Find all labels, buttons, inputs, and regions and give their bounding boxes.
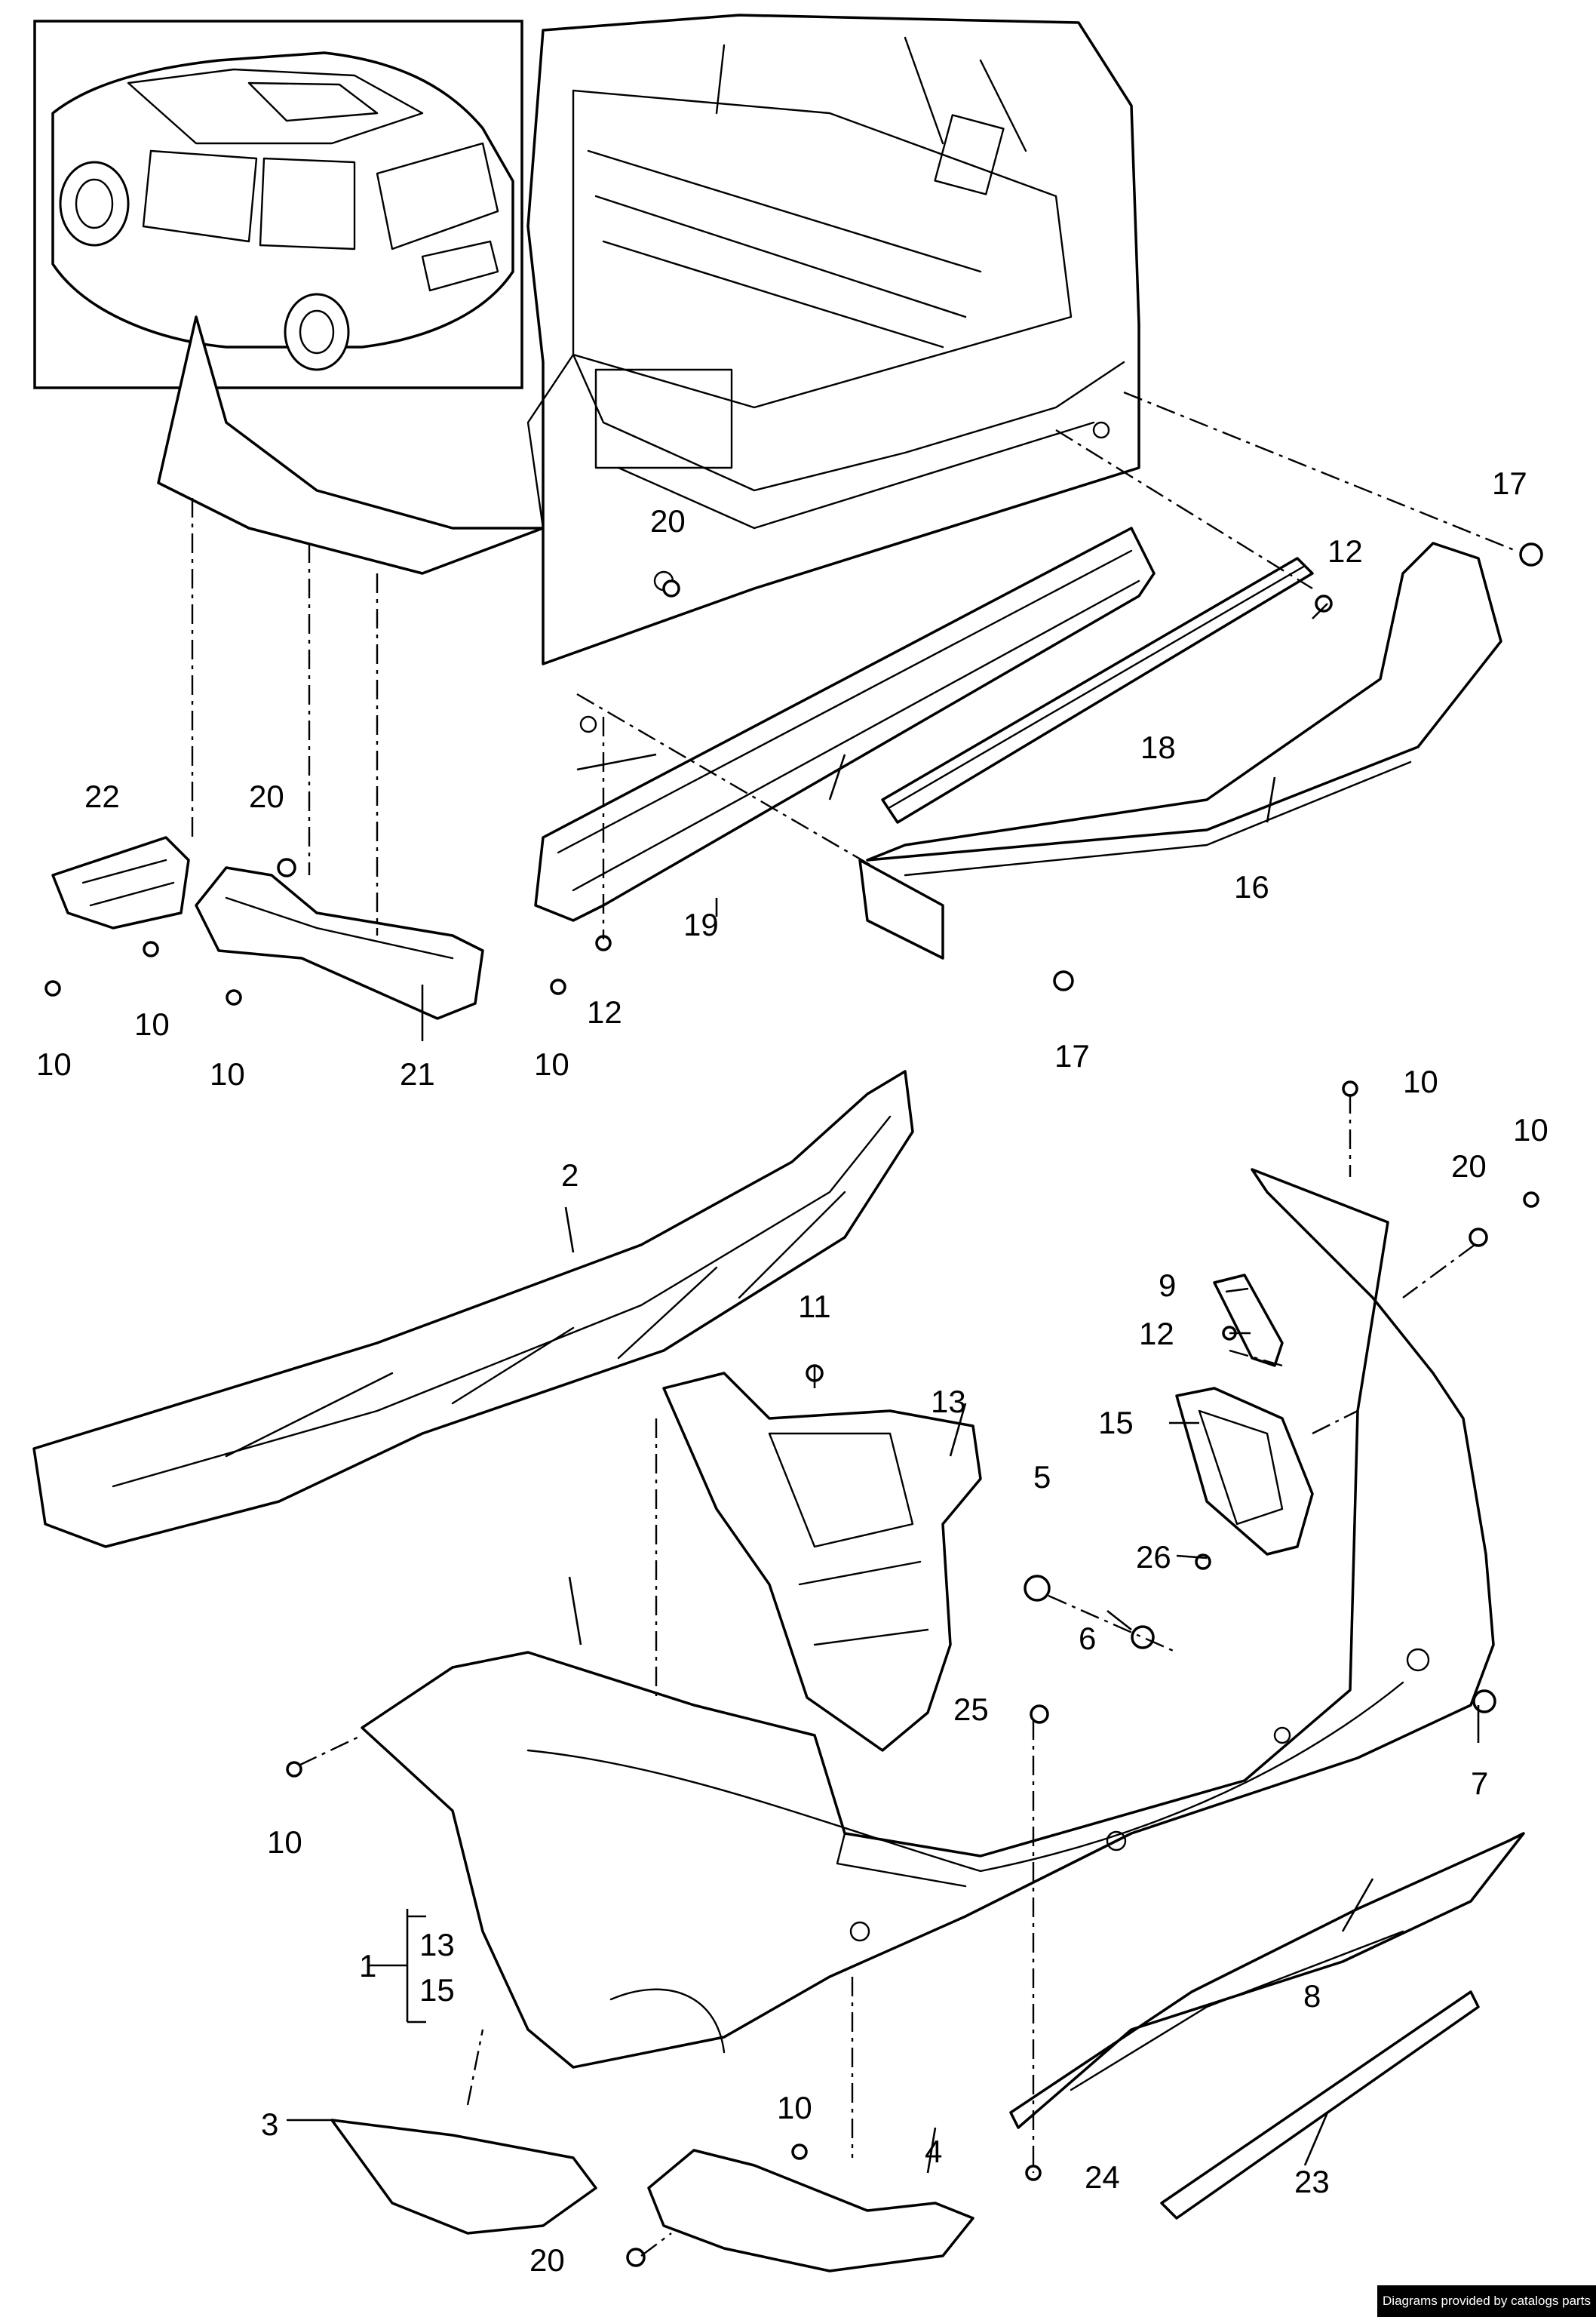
part-4-corner-trim [647, 2149, 974, 2272]
callout-17-mid: 17 [1054, 1038, 1090, 1074]
callout-21: 21 [400, 1056, 435, 1092]
callout-20-right: 20 [1451, 1148, 1487, 1184]
assembly-lines [191, 391, 1517, 2257]
part-9-bracket [1213, 1274, 1284, 1367]
part-1-bumper-cover [361, 1168, 1495, 2069]
callout-9: 9 [1159, 1268, 1176, 1303]
callout-10-f: 10 [1513, 1112, 1548, 1148]
part-16-bumper-carrier [858, 542, 1502, 960]
callout-10-d: 10 [534, 1046, 569, 1082]
callout-20-bottom: 20 [529, 2242, 565, 2278]
part-23-trim-strip [1160, 1990, 1480, 2220]
callout-10-g: 10 [267, 1824, 302, 1860]
part-18-mounting-rail [881, 557, 1314, 824]
callout-11: 11 [798, 1289, 831, 1324]
callout-1: 1 [359, 1948, 376, 1984]
part-8-diffuser [1009, 1832, 1525, 2129]
part-3-reflector [330, 2119, 597, 2235]
callout-18: 18 [1140, 730, 1176, 765]
callout-10-e: 10 [1403, 1064, 1438, 1099]
callout-25: 25 [953, 1692, 989, 1727]
callout-5: 5 [1033, 1459, 1051, 1495]
fasteners [45, 542, 1543, 2267]
callout-8: 8 [1303, 1978, 1321, 2014]
callout-12-lower: 12 [1139, 1316, 1174, 1351]
part-21-side-guide [195, 866, 484, 1020]
callout-19: 19 [683, 907, 719, 942]
callout-4: 4 [925, 2134, 942, 2169]
callout-13: 13 [931, 1384, 966, 1419]
callout-24: 24 [1085, 2159, 1120, 2195]
callout-12-mid: 12 [587, 994, 622, 1030]
callout-17-top: 17 [1492, 466, 1527, 501]
part-15-frame [1175, 1387, 1314, 1556]
callout-12-top: 12 [1327, 533, 1363, 569]
part-2-support-grille [32, 1070, 914, 1548]
part-13-bracket [662, 1372, 982, 1752]
callout-26: 26 [1136, 1539, 1171, 1575]
callout-2: 2 [561, 1157, 579, 1193]
callout-10-h: 10 [777, 2090, 812, 2125]
part-19-crossmember [534, 527, 1156, 922]
callout-23: 23 [1294, 2164, 1330, 2199]
footer-credit: Diagrams provided by catalogs parts [1377, 2285, 1596, 2317]
leader-lines [287, 603, 1480, 2174]
part-22-bracket [51, 836, 190, 930]
callout-6: 6 [1079, 1621, 1096, 1656]
callout-10-a: 10 [134, 1006, 170, 1042]
callout-22: 22 [84, 779, 120, 814]
callout-16: 16 [1234, 869, 1269, 905]
callout-15: 15 [1098, 1405, 1134, 1440]
callout-20-left: 20 [249, 779, 284, 814]
callout-20-top: 20 [650, 503, 686, 539]
callout-10-b: 10 [36, 1046, 72, 1082]
vehicle-overview-inset [33, 20, 523, 389]
callout-labels: 17 12 20 18 22 20 16 19 10 12 17 10 10 2… [36, 466, 1548, 2278]
callout-3: 3 [261, 2107, 278, 2142]
callout-13-group: 13 [419, 1927, 455, 1962]
callout-10-c: 10 [210, 1056, 245, 1092]
callout-15-group: 15 [419, 1972, 455, 2008]
callout-7: 7 [1471, 1765, 1488, 1801]
